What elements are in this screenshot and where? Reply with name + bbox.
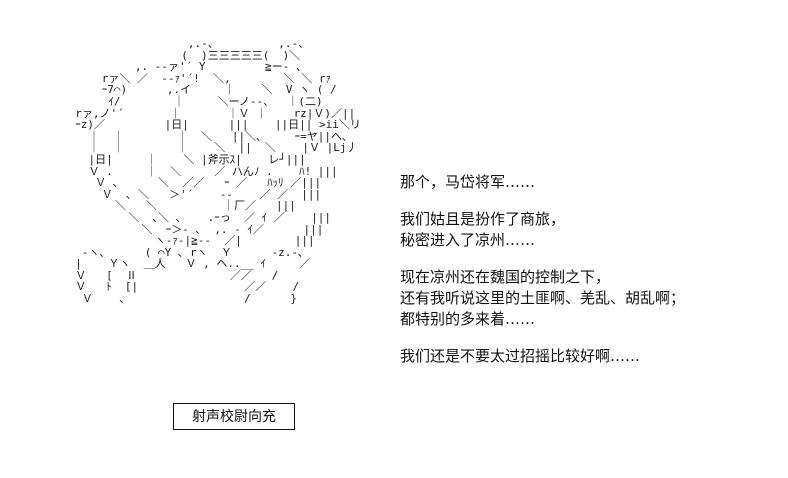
dialogue-text-block: 那个，马岱将军…… 我们姑且是扮作了商旅， 秘密进入了凉州…… 现在凉州还在魏国… (400, 172, 770, 367)
dialogue-paragraph: 现在凉州还在魏国的控制之下， 还有我听说这里的土匪啊、羌乱、胡乱啊； 都特别的多… (400, 267, 770, 330)
dialogue-line: 我们还是不要太过招摇比较好啊…… (400, 347, 641, 365)
dialogue-line: 我们姑且是扮作了商旅， (400, 210, 566, 228)
speaker-name-label: 射声校尉向充 (192, 408, 276, 425)
dialogue-paragraph: 我们还是不要太过招摇比较好啊…… (400, 346, 770, 367)
character-ascii-art: ,.-、 ,.-、 ( )三三三三三( )＼ ,. -‐ァ'´ Y ≧ー- 、 … (75, 37, 361, 306)
dialogue-line: 那个，马岱将军…… (400, 173, 536, 191)
dialogue-paragraph: 我们姑且是扮作了商旅， 秘密进入了凉州…… (400, 209, 770, 251)
dialogue-paragraph: 那个，马岱将军…… (400, 172, 770, 193)
dialogue-line: 现在凉州还在魏国的控制之下， (400, 268, 611, 286)
dialogue-line: 都特别的多来着…… (400, 310, 536, 328)
speaker-name-plate: 射声校尉向充 (173, 403, 295, 430)
dialogue-line: 秘密进入了凉州…… (400, 231, 536, 249)
dialogue-line: 还有我听说这里的土匪啊、羌乱、胡乱啊； (400, 289, 686, 307)
